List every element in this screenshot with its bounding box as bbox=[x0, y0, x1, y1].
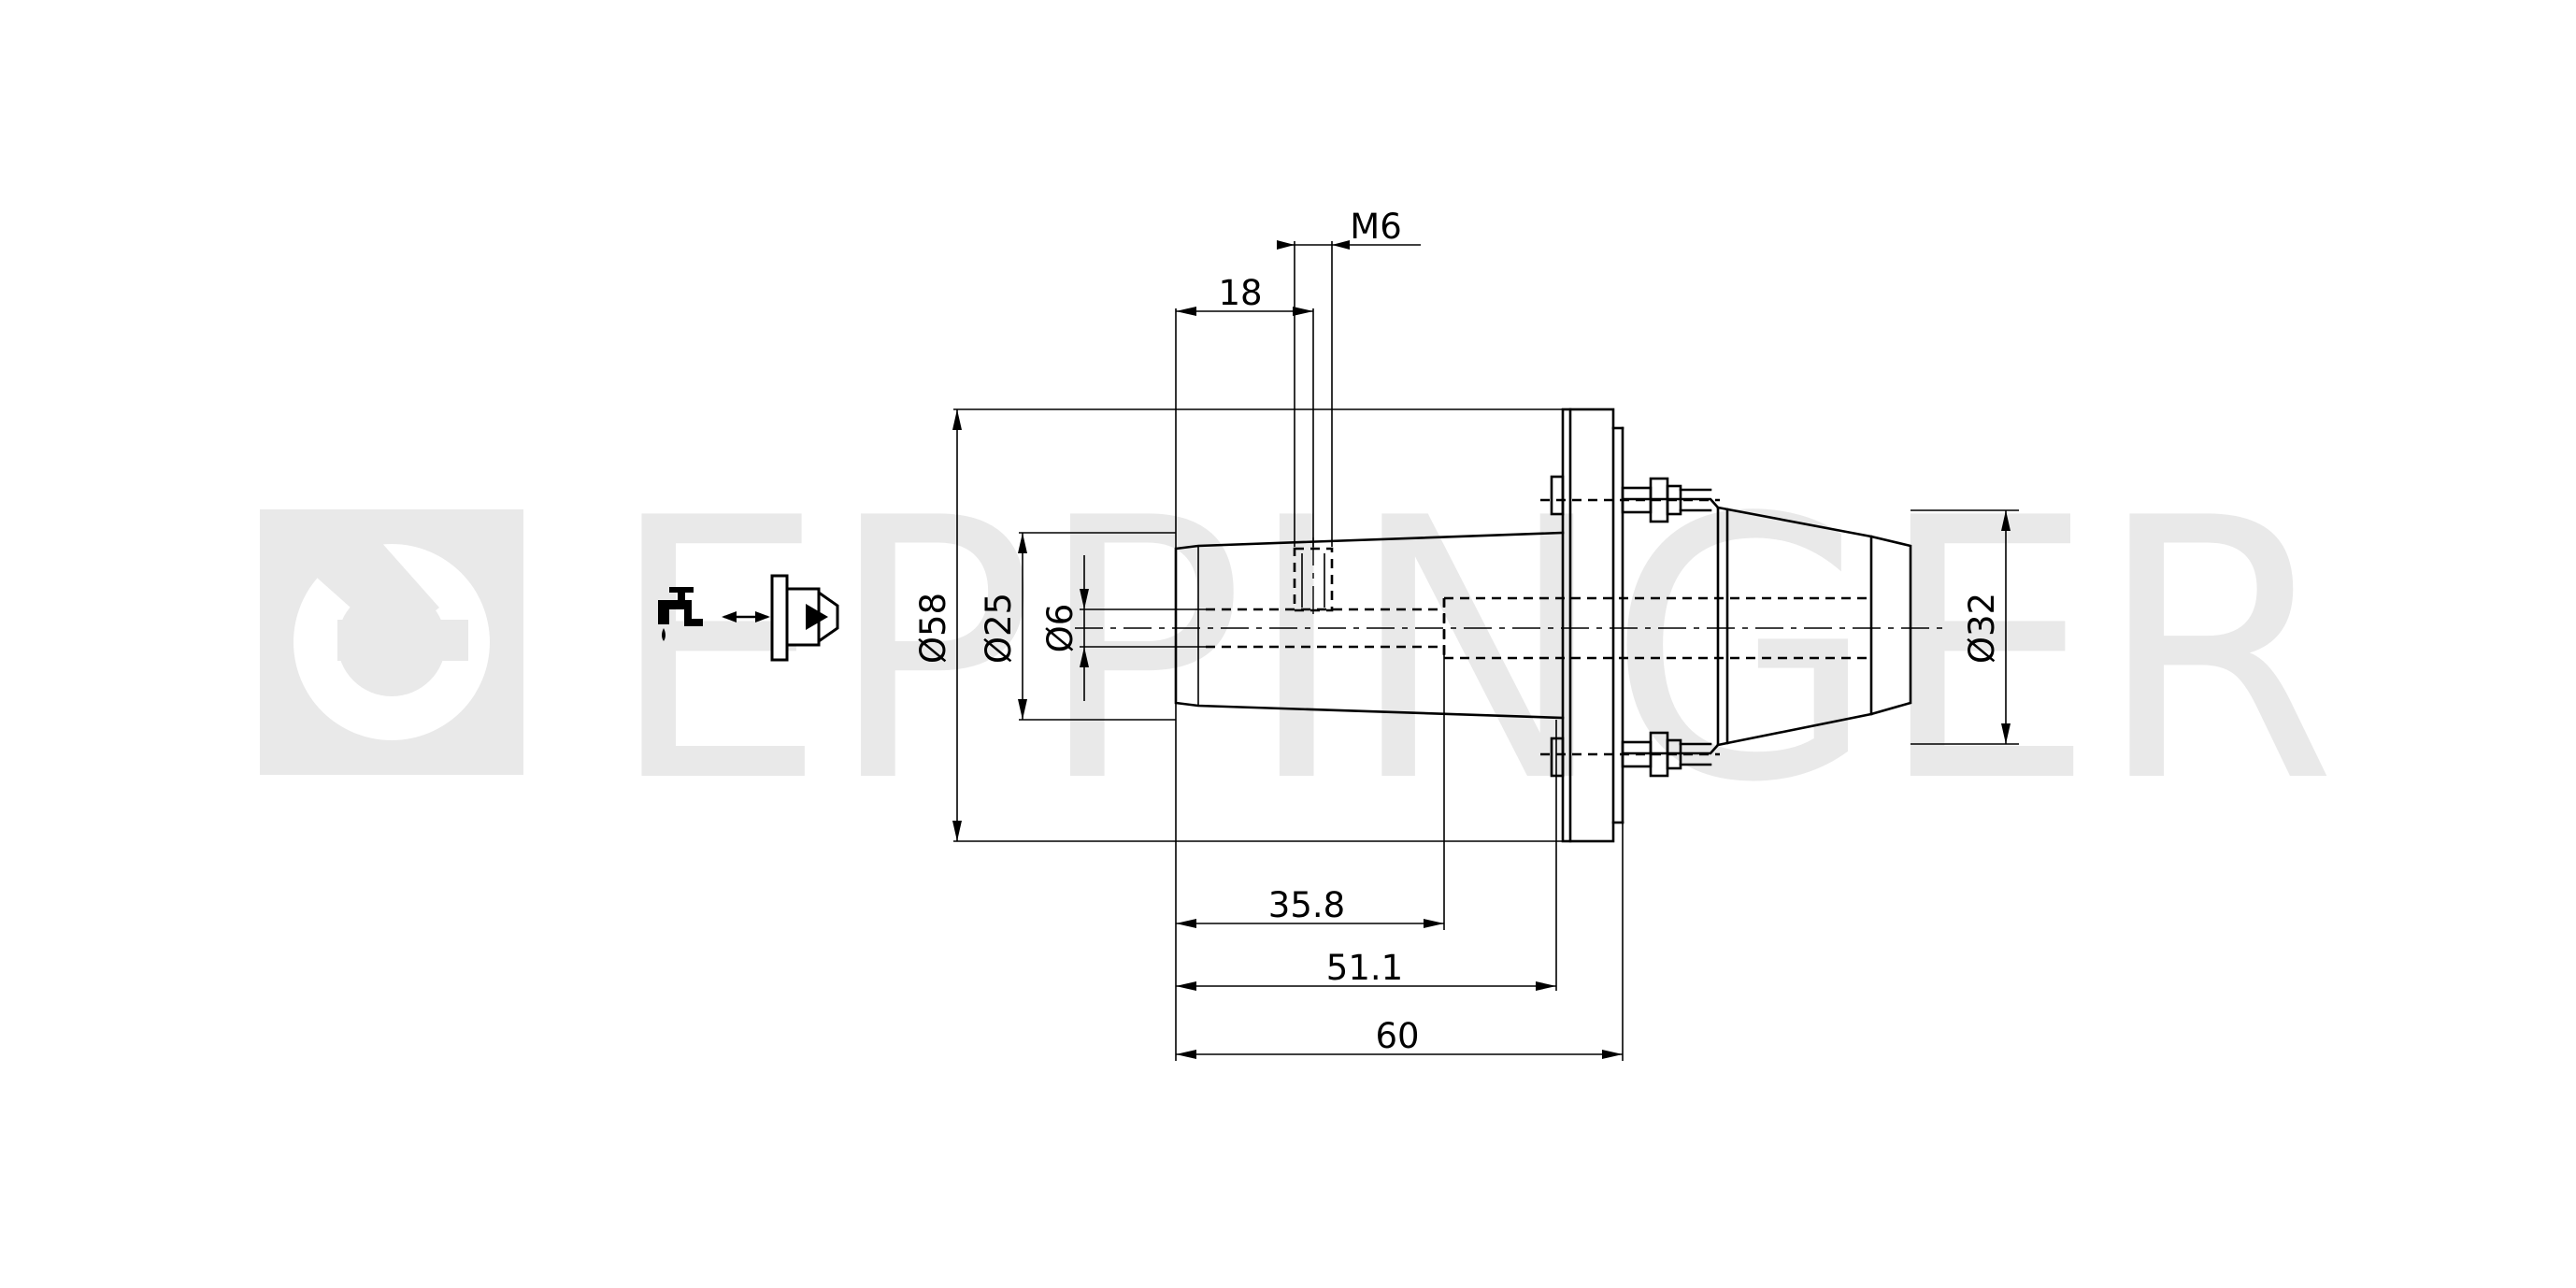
dim-shank-diameter: Ø25 bbox=[979, 593, 1019, 664]
watermark-text: EPPINGER bbox=[608, 442, 2337, 861]
brand-logo-icon bbox=[260, 509, 523, 775]
dim-bore-length: 35.8 bbox=[1268, 885, 1345, 925]
tool-holder-symbol-icon bbox=[770, 574, 839, 662]
dim-flange-diameter: Ø58 bbox=[913, 593, 953, 664]
dim-bore-diameter: Ø6 bbox=[1040, 604, 1080, 653]
brand-watermark: EPPINGER bbox=[260, 442, 2337, 861]
dim-total-length: 60 bbox=[1375, 1016, 1419, 1056]
flow-arrow-icon bbox=[722, 611, 770, 623]
dim-nose-diameter: Ø32 bbox=[1962, 593, 2002, 664]
dim-shank-length: 51.1 bbox=[1326, 948, 1403, 988]
dim-thread-position: 18 bbox=[1218, 273, 1262, 313]
dimensions: M6 18 Ø58 Ø25 Ø6 Ø32 35.8 bbox=[913, 207, 2019, 1061]
hidden-bore bbox=[1206, 537, 1869, 660]
coolant-tap-icon bbox=[658, 587, 703, 641]
dim-thread: M6 bbox=[1350, 207, 1401, 247]
